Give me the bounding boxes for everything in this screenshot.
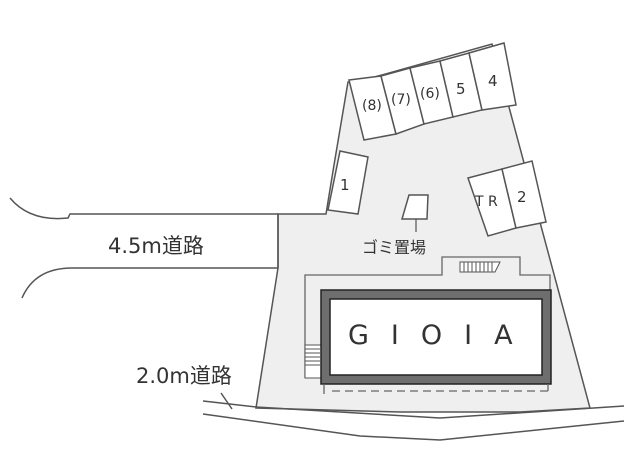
- parking-space-2[interactable]: [501, 160, 547, 229]
- parking-space-4[interactable]: [468, 42, 517, 111]
- parking-label-tr: T R: [475, 194, 498, 210]
- garbage-area[interactable]: [401, 194, 429, 220]
- parking-label-2: 2: [517, 188, 527, 206]
- parking-label-7: (7): [391, 92, 411, 108]
- parking-label-8: (8): [362, 98, 382, 114]
- building-name: GIOIA: [348, 320, 535, 351]
- parking-row-top: [348, 42, 517, 141]
- main-road-surface: [70, 215, 277, 267]
- parking-label-4: 4: [488, 72, 498, 90]
- main-road-bottom-edge: [21, 267, 278, 299]
- parking-label-1: 1: [340, 176, 350, 194]
- garbage-area-label: ゴミ置場: [362, 238, 427, 257]
- side-road-top-edge: [202, 400, 625, 419]
- main-road-top-edge: [9, 197, 278, 220]
- parking-space-1[interactable]: [327, 150, 369, 215]
- main-road: [9, 197, 278, 299]
- stairs-top: [459, 261, 501, 273]
- side-road: [202, 392, 625, 441]
- parking-label-6: (6): [420, 86, 440, 102]
- side-road-label: 2.0m道路: [136, 364, 232, 388]
- side-road-leader: [220, 392, 233, 410]
- parking-label-5: 5: [456, 80, 466, 98]
- stairs-left: [304, 344, 322, 379]
- building-interior[interactable]: [329, 298, 543, 376]
- parking-row-right: [467, 160, 547, 237]
- main-road-label: 4.5m道路: [108, 234, 204, 258]
- side-road-bottom-edge: [202, 413, 625, 441]
- building-outline: [304, 256, 551, 378]
